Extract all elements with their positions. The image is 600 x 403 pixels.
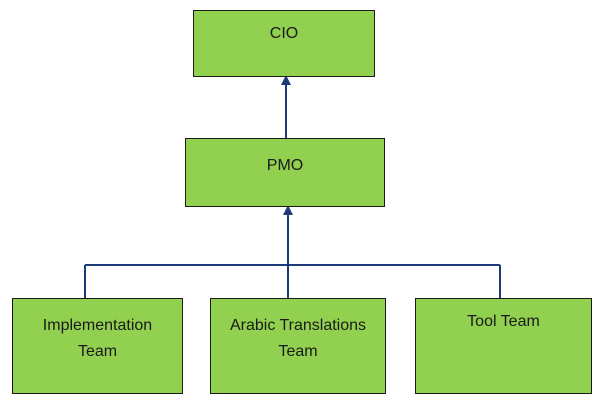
- pmo-box: PMO: [185, 138, 385, 207]
- pmo-label: PMO: [266, 157, 304, 174]
- tool-team-box: Tool Team: [415, 298, 592, 394]
- cio-label: CIO: [269, 25, 299, 42]
- arabic-translations-team-label: Arabic Translations Team: [229, 317, 367, 360]
- tool-team-label: Tool Team: [467, 313, 540, 330]
- arabic-translations-team-box: Arabic Translations Team: [210, 298, 386, 394]
- implementation-team-label: Implementation Team: [42, 317, 153, 360]
- cio-box: CIO: [193, 10, 375, 77]
- implementation-team-box: Implementation Team: [12, 298, 183, 394]
